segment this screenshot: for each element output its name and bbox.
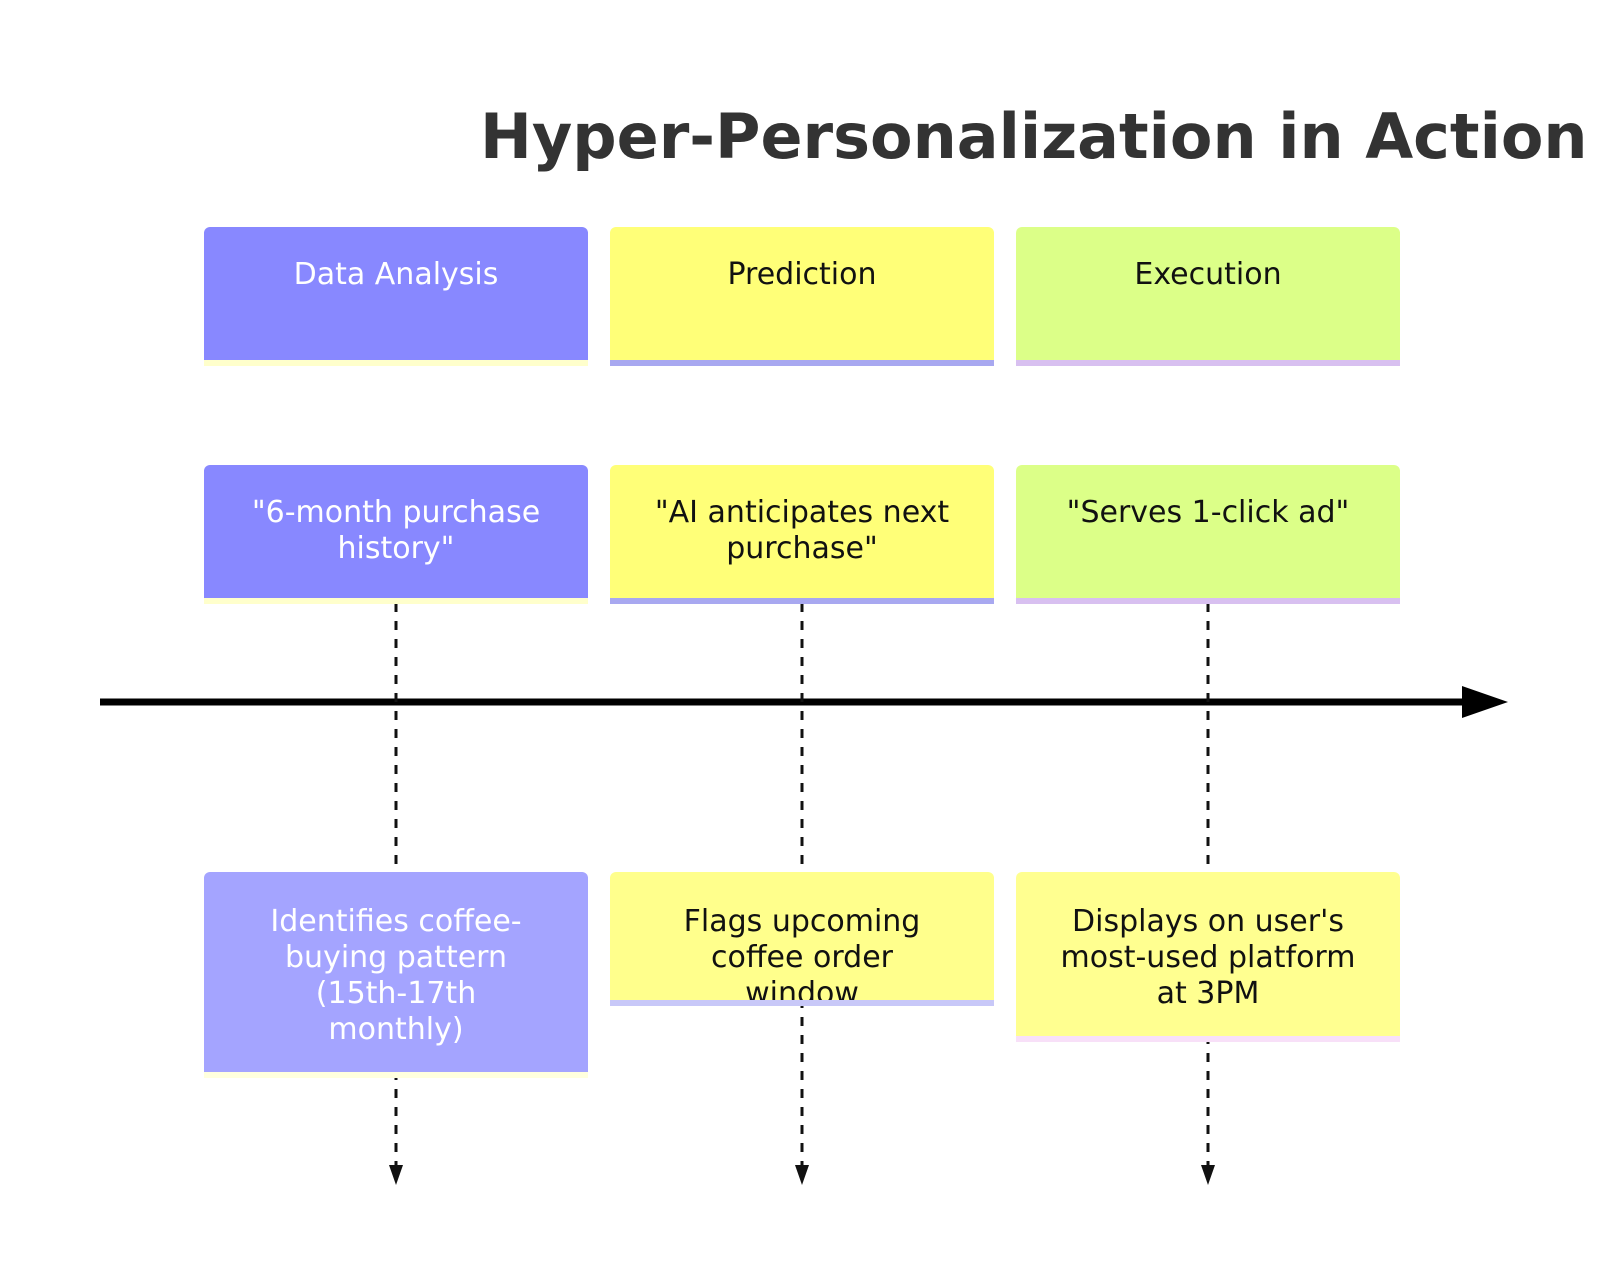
connector-arrow-prediction [795, 1165, 809, 1185]
detail-text: Displays on user's most-used platform at… [1060, 904, 1356, 1011]
diagram-title: Hyper-Personalization in Action [480, 100, 1588, 173]
event-text: "AI anticipates next purchase" [654, 495, 950, 566]
detail-box-data-analysis: Identifies coffee-buying pattern (15th-1… [204, 872, 588, 1078]
section-header-label: Data Analysis [293, 257, 499, 292]
section-header-label: Prediction [727, 257, 877, 292]
connector-arrow-data-analysis [389, 1165, 403, 1185]
detail-text: Identifies coffee-buying pattern (15th-1… [270, 904, 522, 1047]
event-underline [1016, 598, 1400, 604]
section-header-underline [204, 360, 588, 366]
connector-arrow-execution [1201, 1165, 1215, 1185]
detail-box-prediction: Flags upcoming coffee order window [610, 872, 994, 1011]
detail-underline [1016, 1036, 1400, 1042]
event-box-data-analysis: "6-month purchase history" [204, 465, 588, 604]
section-header-prediction: Prediction [610, 227, 994, 366]
detail-text: Flags upcoming coffee order window [683, 904, 921, 1011]
section-header-underline [1016, 360, 1400, 366]
event-box-execution: "Serves 1-click ad" [1016, 465, 1400, 604]
section-header-data-analysis: Data Analysis [204, 227, 588, 366]
detail-underline [610, 1000, 994, 1006]
section-header-execution: Execution [1016, 227, 1400, 366]
event-underline [204, 598, 588, 604]
event-underline [610, 598, 994, 604]
timeline-arrowhead [1462, 686, 1508, 718]
section-header-underline [610, 360, 994, 366]
detail-underline [204, 1072, 588, 1078]
event-box-prediction: "AI anticipates next purchase" [610, 465, 994, 604]
event-text: "6-month purchase history" [251, 495, 541, 566]
event-text: "Serves 1-click ad" [1066, 495, 1350, 530]
detail-box-execution: Displays on user's most-used platform at… [1016, 872, 1400, 1042]
section-header-label: Execution [1134, 257, 1282, 292]
